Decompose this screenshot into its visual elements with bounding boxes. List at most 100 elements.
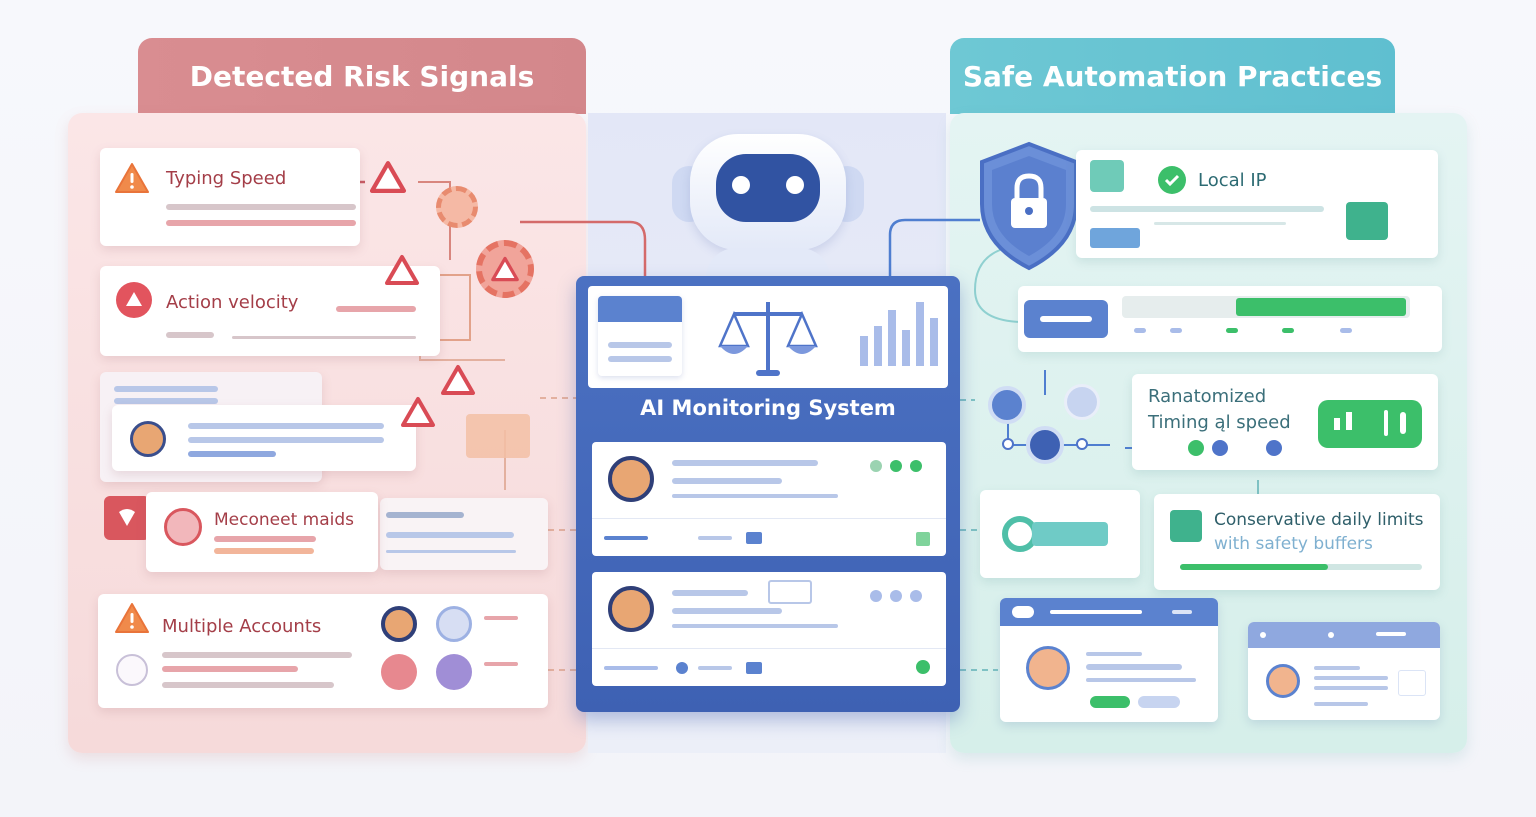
placeholder-bar: [1086, 678, 1196, 682]
folder-icon: [746, 532, 762, 544]
placeholder-bar: [232, 336, 416, 339]
status-dot: [910, 590, 922, 602]
robot-eye: [786, 176, 804, 194]
daily-limits-line1: Conservative daily limits: [1214, 510, 1424, 530]
warning-icon: [401, 397, 435, 427]
placeholder-bar: [188, 437, 384, 443]
placeholder-bar: [188, 451, 276, 457]
placeholder-bar: [672, 608, 782, 614]
status-dot: [916, 660, 930, 674]
tick: [1134, 328, 1146, 333]
grid-icon: [436, 654, 472, 690]
avatar: [164, 508, 202, 546]
document-icon: [598, 296, 682, 376]
placeholder-bar: [166, 220, 356, 226]
toggle-icon: [1318, 400, 1422, 448]
avatar: [1266, 664, 1300, 698]
slider-knob: [1188, 440, 1204, 456]
placeholder-bar: [1090, 206, 1324, 212]
risk-signals-header: Detected Risk Signals: [138, 38, 586, 114]
small-profile-window-card: [1248, 622, 1440, 720]
placeholder-bar: [604, 536, 648, 540]
user-badge-icon: [1346, 202, 1388, 240]
divider: [592, 518, 946, 519]
warning-icon: [115, 163, 149, 193]
location-pin-icon: [988, 386, 1026, 424]
status-dot: [676, 662, 688, 674]
local-ip-label: Local IP: [1198, 170, 1267, 191]
location-pin-icon: [381, 654, 417, 690]
status-dot: [890, 590, 902, 602]
bar-chart-icon: [858, 296, 938, 366]
monitor-user-card: [592, 572, 946, 686]
placeholder-bar: [166, 332, 214, 338]
safe-practices-header: Safe Automation Practices: [950, 38, 1395, 114]
check-icon: [916, 532, 930, 546]
user-badge-icon: [1090, 160, 1124, 192]
folder-icon: [746, 662, 762, 674]
placeholder-bar: [114, 398, 218, 404]
alert-tag-icon: [104, 496, 150, 540]
phone-icon: [436, 606, 472, 642]
avatar: [608, 586, 654, 632]
avatar: [130, 421, 166, 457]
pill-button-icon: [1024, 300, 1108, 338]
placeholder-bar: [672, 624, 838, 628]
status-dot: [910, 460, 922, 472]
placeholder-bar: [672, 590, 748, 596]
randomized-timing-line2: Timing ąl speed: [1148, 412, 1291, 433]
warning-icon: [441, 365, 475, 395]
placeholder-bar: [672, 460, 818, 466]
monitor-user-card: [592, 442, 946, 556]
warning-circle-icon: [116, 282, 152, 318]
randomized-timing-line1: Ranatomized: [1148, 386, 1267, 407]
robot-eye: [732, 176, 750, 194]
monitoring-system-title: AI Monitoring System: [640, 396, 896, 420]
robot-icon: [672, 134, 864, 278]
box-icon: [466, 414, 530, 458]
action-velocity-card: Action velocity: [100, 266, 440, 356]
placeholder-bar: [1314, 686, 1388, 690]
multiple-accounts-card: Multiple Accounts: [98, 594, 548, 708]
placeholder-bar: [162, 682, 334, 688]
small-box-icon: [1398, 670, 1426, 696]
slider-knob: [1266, 440, 1282, 456]
link-card: [980, 490, 1140, 578]
slider-knob: [1212, 440, 1228, 456]
check-circle-icon: [1158, 166, 1186, 194]
placeholder-bar: [698, 536, 732, 540]
node-dot: [1076, 438, 1088, 450]
divider: [592, 648, 946, 649]
placeholder-bar: [1086, 652, 1142, 656]
timeline-card: [1018, 286, 1442, 352]
placeholder-bar: [672, 494, 838, 498]
placeholder-bar: [336, 306, 416, 312]
robot-body: [706, 248, 830, 278]
window-titlebar: [1000, 598, 1218, 626]
tick: [1170, 328, 1182, 333]
placeholder-bar: [162, 652, 352, 658]
location-pin-icon: [1064, 384, 1100, 420]
location-pin-icon: [1026, 426, 1064, 464]
placeholder-bar: [1154, 222, 1286, 225]
link-icon: [1002, 516, 1108, 552]
meconeet-maids-card: Meconeet maids: [146, 492, 378, 572]
safe-practices-title: Safe Automation Practices: [962, 59, 1383, 93]
placeholder-bar: [386, 532, 514, 538]
placeholder-bar: [484, 662, 518, 666]
status-dot: [870, 460, 882, 472]
warning-icon: [385, 255, 419, 285]
placeholder-bar: [214, 536, 316, 542]
node-dot: [1002, 438, 1014, 450]
placeholder-bar: [484, 616, 518, 620]
action-velocity-label: Action velocity: [166, 292, 299, 313]
monitor-top-panel: [588, 286, 948, 388]
placeholder-bar: [672, 478, 782, 484]
tick: [1282, 328, 1294, 333]
daily-limits-line2: with safety buffers: [1214, 534, 1373, 554]
shield-lock-icon: [980, 141, 1078, 271]
placeholder-bar: [114, 386, 218, 392]
avatar: [1026, 646, 1070, 690]
meconeet-card-back: [380, 498, 548, 570]
tick: [1340, 328, 1352, 333]
